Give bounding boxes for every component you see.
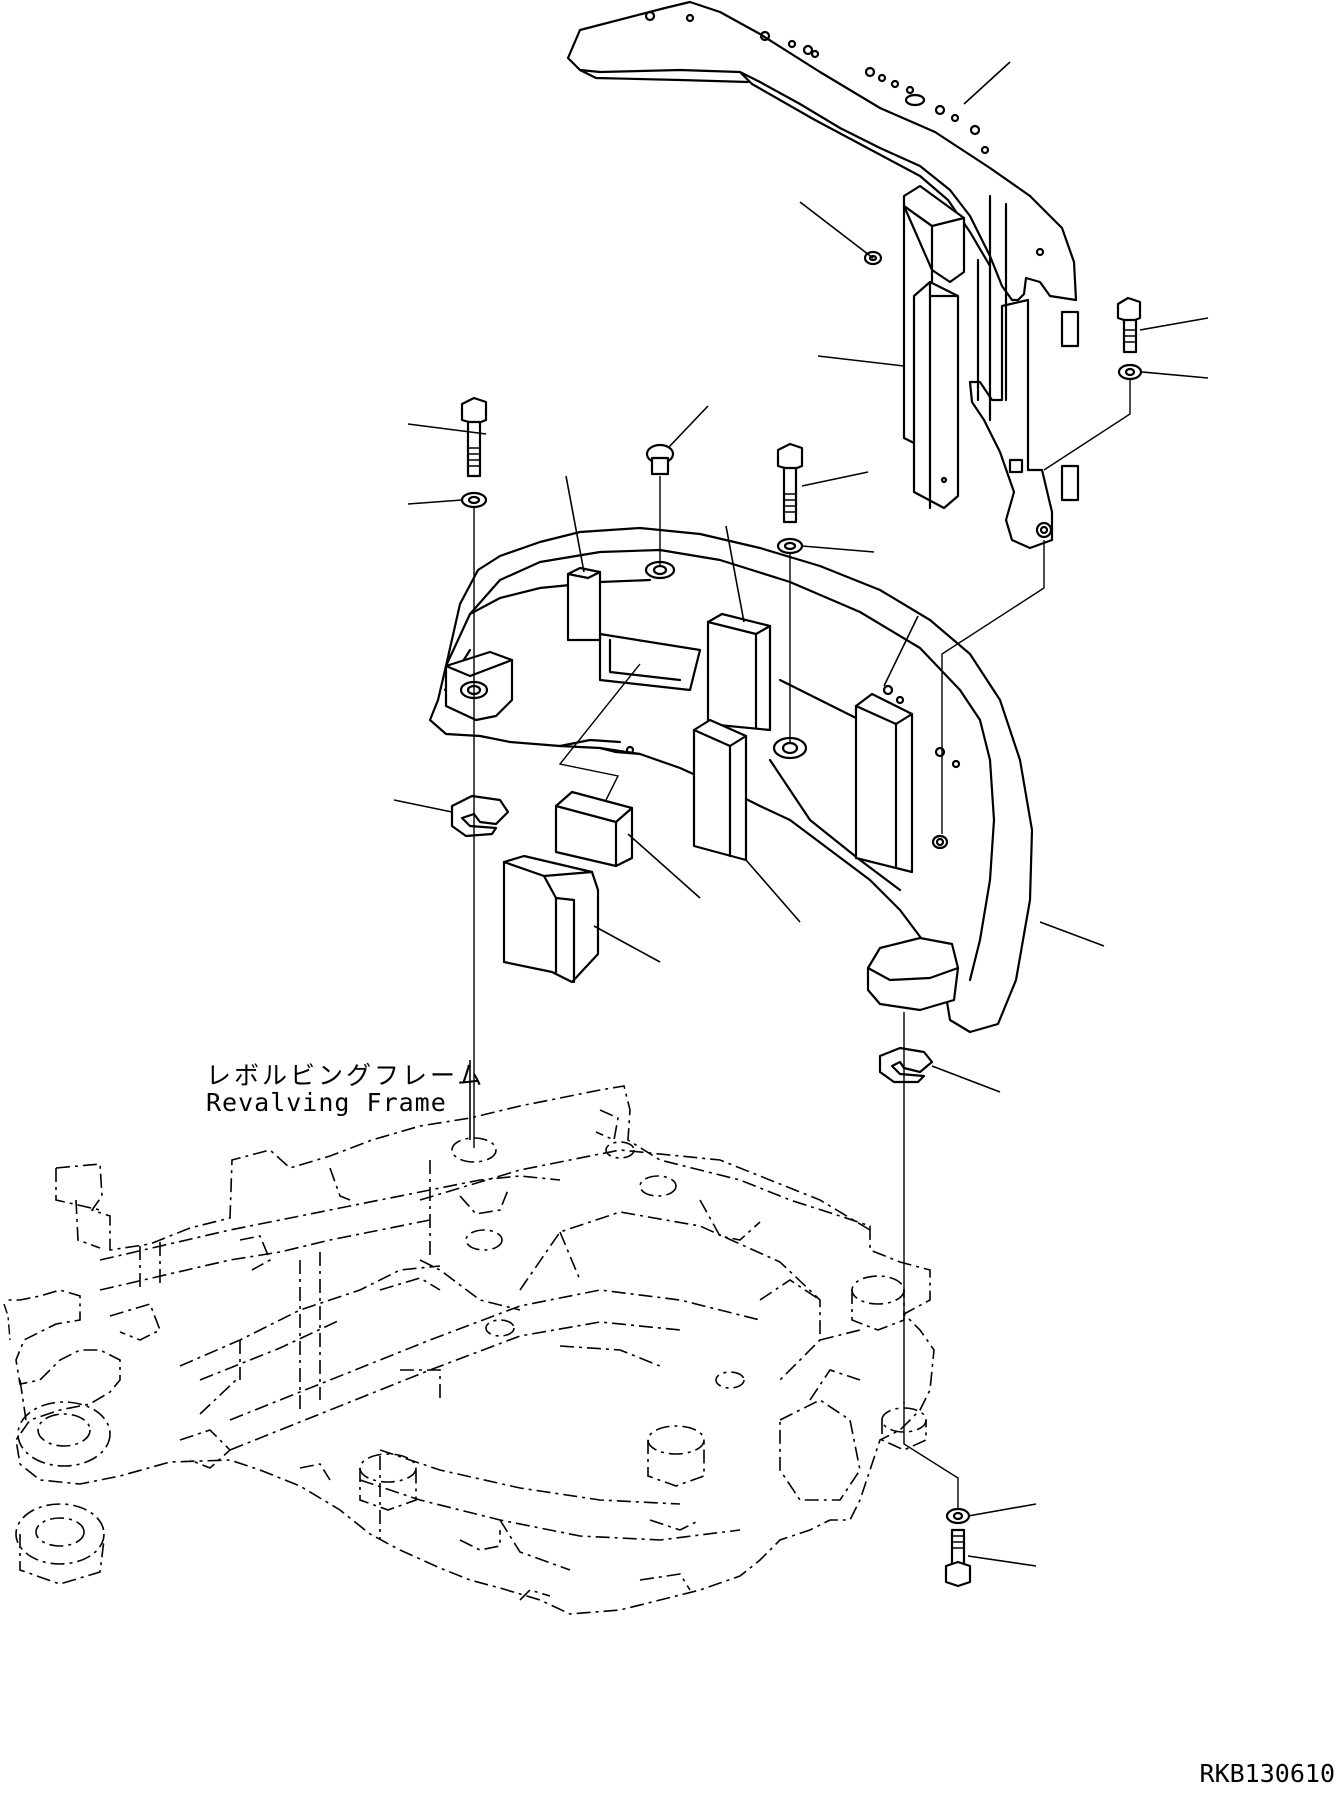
- revolving-frame-label-en: Revalving Frame: [206, 1088, 447, 1117]
- washer-middle: [776, 537, 804, 555]
- bolt-right-top: [1116, 296, 1142, 354]
- pads: [566, 566, 914, 874]
- washer-right-top: [1117, 363, 1143, 381]
- revolving-frame-label-jp: レボルビングフレーム: [206, 1061, 486, 1090]
- revolving-frame: [3, 1085, 935, 1615]
- shim-left: [450, 794, 510, 838]
- shim-right: [878, 1046, 934, 1084]
- top-bracket: [566, 0, 1078, 302]
- plug-pin: [645, 443, 675, 476]
- washer-left: [460, 491, 488, 509]
- vertical-arm: [968, 194, 1080, 550]
- washer-bottom: [945, 1507, 971, 1525]
- leader-lines: [393, 61, 1209, 1567]
- assembly-lines: [473, 380, 1131, 1508]
- bolt-bottom: [944, 1528, 972, 1588]
- bolt-middle: [776, 442, 804, 524]
- loose-block: [554, 790, 634, 868]
- bolt-left: [460, 396, 488, 478]
- wedge-block: [502, 854, 600, 984]
- drawing-number: RKB130610: [1199, 1759, 1335, 1788]
- spacer-plates: [902, 184, 966, 510]
